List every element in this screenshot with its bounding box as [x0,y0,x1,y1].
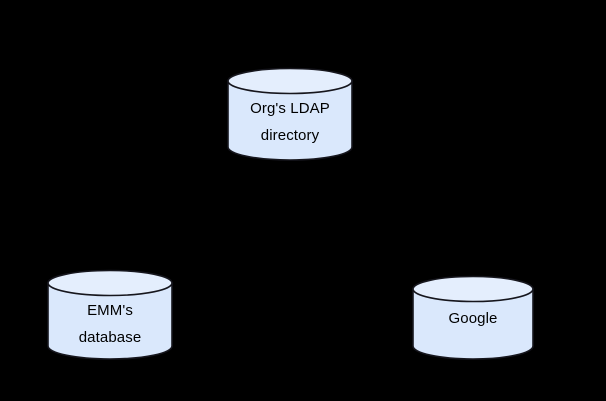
node-google[interactable]: Google [412,275,534,360]
node-emm-database[interactable]: EMM's database [47,269,173,360]
database-cylinder-icon [227,67,353,161]
database-cylinder-icon [412,275,534,360]
database-cylinder-icon [47,269,173,360]
node-org-ldap-directory[interactable]: Org's LDAP directory [227,67,353,161]
